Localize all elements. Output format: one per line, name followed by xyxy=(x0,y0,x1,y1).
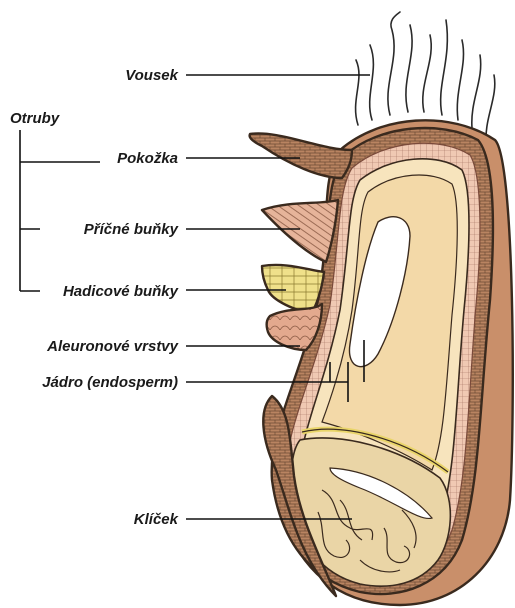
epidermis-flap xyxy=(250,133,352,178)
label-klicek: Klíček xyxy=(134,511,179,528)
tube-cells-flap xyxy=(262,265,324,312)
beard-hairs xyxy=(356,12,495,138)
label-otruby: Otruby xyxy=(10,110,60,127)
label-pricne-bunky: Příčné buňky xyxy=(84,221,179,238)
label-jadro: Jádro (endosperm) xyxy=(42,374,178,391)
label-pokozka: Pokožka xyxy=(117,150,178,167)
cross-cells-flap xyxy=(262,200,338,262)
label-vousek: Vousek xyxy=(125,67,178,84)
label-hadicove-bunky: Hadicové buňky xyxy=(63,283,179,300)
label-aleuronove-vrstvy: Aleuronové vrstvy xyxy=(46,338,179,355)
